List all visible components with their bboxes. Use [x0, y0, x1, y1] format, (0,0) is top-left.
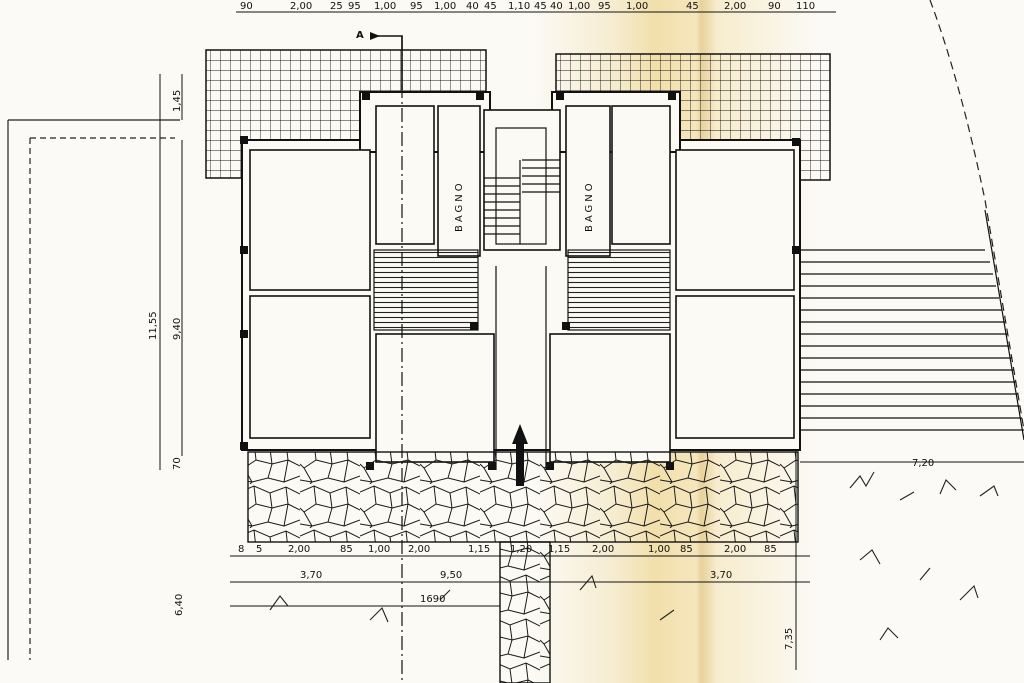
dim-left: 1,45 — [172, 90, 183, 112]
dim-top: 1,10 — [508, 1, 530, 12]
site-outline — [7, 119, 180, 660]
dim-bottom: 85 — [764, 544, 777, 555]
dim-right: 7,35 — [784, 628, 795, 650]
dim-left: 6,40 — [174, 594, 185, 616]
dim-top: 1,00 — [568, 1, 590, 12]
dim-top: 45 — [534, 1, 547, 12]
dim-top: 95 — [410, 1, 423, 12]
central-stair — [484, 127, 560, 470]
section-arrow-head — [370, 32, 380, 40]
room-label-bathroom-left: BAGNO — [454, 180, 465, 232]
dim-bottom: 1,15 — [548, 544, 570, 555]
dim-left: 70 — [172, 457, 183, 470]
dim-top: 2,00 — [290, 1, 312, 12]
rooms — [249, 105, 795, 463]
dim-top: 90 — [240, 1, 253, 12]
dim-bottom: 2,00 — [408, 544, 430, 555]
dims-left: 1,45 11,55 9,40 70 6,40 — [148, 90, 185, 616]
dim-top: 1,00 — [374, 1, 396, 12]
dim-top: 40 — [466, 1, 479, 12]
dims-top: 90 2,00 25 95 1,00 95 1,00 40 45 1,10 45… — [240, 1, 815, 12]
dim-top: 95 — [598, 1, 611, 12]
dim-top: 2,00 — [724, 1, 746, 12]
dim-top: 45 — [686, 1, 699, 12]
dim-bottom: 2,00 — [592, 544, 614, 555]
dim-bottom: 1,20 — [510, 544, 532, 555]
dim-bottom: 1690 — [420, 594, 445, 605]
section-marker-label: A — [356, 30, 364, 41]
dim-bottom: 9,50 — [440, 570, 462, 581]
dim-bottom: 3,70 — [710, 570, 732, 581]
dim-top: 25 — [330, 1, 343, 12]
dim-bottom: 85 — [680, 544, 693, 555]
dim-bottom: 1,15 — [468, 544, 490, 555]
dim-top: 1,00 — [434, 1, 456, 12]
dim-bottom: 85 — [340, 544, 353, 555]
dims-bottom: 8 5 2,00 85 1,00 2,00 1,15 1,20 1,15 2,0… — [238, 544, 777, 605]
entrance-arrow — [512, 424, 528, 486]
dim-bottom: 8 — [238, 544, 244, 555]
external-steps — [800, 209, 1024, 441]
dimension-lines — [159, 11, 1024, 670]
stone-paving — [247, 451, 799, 683]
dim-bottom: 1,00 — [648, 544, 670, 555]
dim-bottom: 2,00 — [724, 544, 746, 555]
boundary-curve — [929, 0, 1024, 431]
dim-left: 11,55 — [148, 311, 159, 340]
vegetation-marks — [269, 471, 999, 641]
dims-right: 7,20 7,35 — [784, 458, 934, 650]
dim-left: 9,40 — [172, 318, 183, 340]
dim-top: 110 — [796, 1, 815, 12]
dim-top: 1,00 — [626, 1, 648, 12]
hatched-areas — [373, 249, 671, 331]
dim-top: 45 — [484, 1, 497, 12]
dim-bottom: 3,70 — [300, 570, 322, 581]
room-label-bathroom-right: BAGNO — [584, 180, 595, 232]
dim-top: 40 — [550, 1, 563, 12]
dim-right: 7,20 — [912, 458, 934, 469]
dim-top: 90 — [768, 1, 781, 12]
section-arrow — [370, 35, 403, 90]
dim-bottom: 5 — [256, 544, 262, 555]
dim-bottom: 1,00 — [368, 544, 390, 555]
dim-top: 95 — [348, 1, 361, 12]
dim-bottom: 2,00 — [288, 544, 310, 555]
